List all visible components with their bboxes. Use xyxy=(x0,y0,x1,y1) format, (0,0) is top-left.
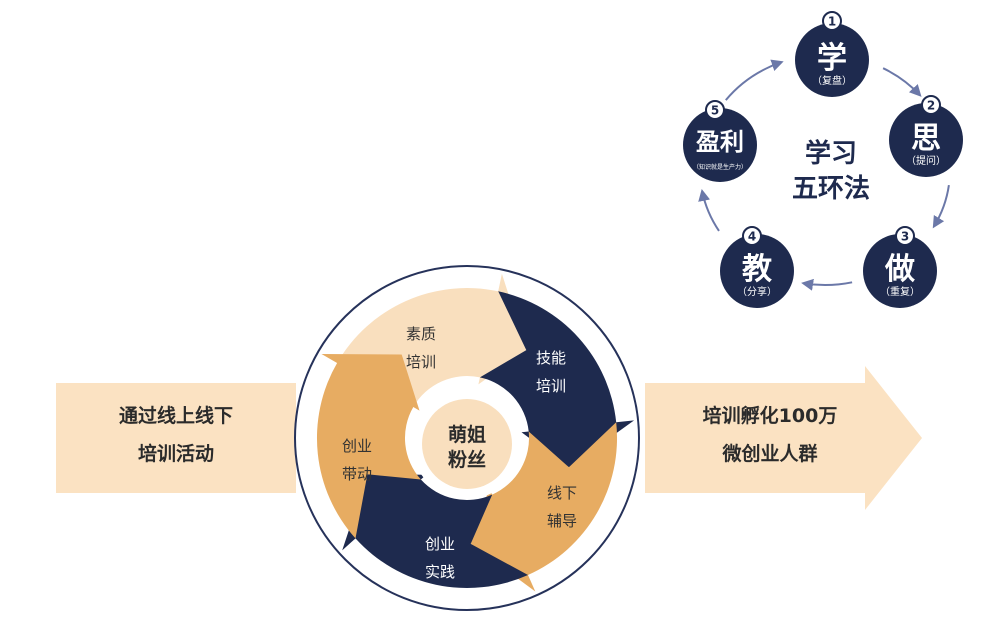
cycle-node-number: 4 xyxy=(748,230,756,244)
right-arrow-shape xyxy=(645,366,922,510)
wheel-segment-5 xyxy=(316,354,421,539)
cycle-node-badge xyxy=(822,11,842,31)
segment-label-1-line1: 素质 xyxy=(406,325,436,343)
cycle-node-2: 2 思（提问） xyxy=(889,95,963,177)
center-circle xyxy=(422,399,512,489)
segment-label-1-line2: 培训 xyxy=(406,353,436,371)
cycle-node-main: 思 xyxy=(911,121,941,156)
cycle-arrow-5 xyxy=(725,59,784,101)
cycle-node-main: 做 xyxy=(884,252,915,287)
wheel-segment-2 xyxy=(479,291,635,468)
cycle-node-1: 1 学（复盘） xyxy=(795,11,869,97)
cycle-node-main: 盈利 xyxy=(695,127,744,156)
cycle-node-circle xyxy=(795,23,869,97)
cycle-node-number: 2 xyxy=(927,99,935,113)
cycle-node-main: 教 xyxy=(742,252,772,287)
left-arrow-line2: 培训活动 xyxy=(137,443,214,465)
segment-label-5-line2: 带动 xyxy=(342,465,372,483)
left-arrow-body xyxy=(56,383,296,493)
cycle-node-number: 5 xyxy=(711,104,719,118)
cycle-arrow-1 xyxy=(882,67,922,97)
wheel-segment-4 xyxy=(342,474,528,588)
cycle-node-badge xyxy=(705,100,725,120)
cycle-node-sub: （分享） xyxy=(737,285,777,298)
cycle-node-sub: （知识就是生产力） xyxy=(693,163,747,171)
cycle-node-badge xyxy=(921,95,941,115)
cycle-arrow-3 xyxy=(801,278,853,291)
right-arrow-text: 培训孵化100万 微创业人群 xyxy=(655,397,885,473)
right-arrow-line2: 微创业人群 xyxy=(722,443,818,465)
wheel-segment-3 xyxy=(470,422,618,592)
segment-label-2-line2: 培训 xyxy=(536,377,566,395)
segment-label-4-line2: 实践 xyxy=(425,563,455,581)
cycle-node-4: 4 教（分享） xyxy=(720,226,794,308)
left-arrow-text: 通过线上线下 培训活动 xyxy=(56,397,296,473)
wheel-segment-1 xyxy=(337,273,527,407)
cycle-node-5: 5 盈利 （知识就是生产力） xyxy=(683,100,757,182)
cycle-node-3: 3 做（重复） xyxy=(863,226,937,308)
cycle-nodes: 1 学（复盘） 2 思（提问） 3 做（重复） 4 教（分享） 5 盈利 （知识就是生产力） xyxy=(683,11,963,308)
cycle-node-circle xyxy=(863,234,937,308)
cycle-node-badge xyxy=(742,226,762,246)
cycle-arrow-4 xyxy=(698,188,720,232)
cycle-node-main: 学 xyxy=(817,41,847,76)
segment-label-5-line1: 创业 xyxy=(342,437,372,455)
segment-label-4-line1: 创业 xyxy=(425,535,455,553)
center-label-line2: 粉丝 xyxy=(448,448,486,471)
cycle-node-sub: （重复） xyxy=(880,285,920,298)
cycle-node-circle xyxy=(683,108,757,182)
center-label-line1: 萌姐 xyxy=(448,423,486,446)
cycle-node-sub: （复盘） xyxy=(812,74,852,87)
left-arrow-line1: 通过线上线下 xyxy=(118,405,233,427)
right-arrow-line1: 培训孵化100万 xyxy=(702,405,838,427)
cycle-arrow-2 xyxy=(932,184,950,229)
cycle-node-circle xyxy=(720,234,794,308)
cycle-node-number: 1 xyxy=(828,15,836,29)
segment-label-3-line1: 线下 xyxy=(547,484,577,502)
cycle-center-line2: 五环法 xyxy=(792,174,870,204)
wheel-segments xyxy=(316,273,635,592)
segment-label-3-line2: 辅导 xyxy=(547,512,577,530)
cycle-node-badge xyxy=(895,226,915,246)
cycle-arrows xyxy=(698,59,950,291)
cycle-center-line1: 学习 xyxy=(805,138,857,169)
segment-label-2-line1: 技能 xyxy=(536,349,566,367)
cycle-node-circle xyxy=(889,103,963,177)
cycle-node-number: 3 xyxy=(901,230,909,244)
cycle-node-sub: （提问） xyxy=(906,154,946,167)
